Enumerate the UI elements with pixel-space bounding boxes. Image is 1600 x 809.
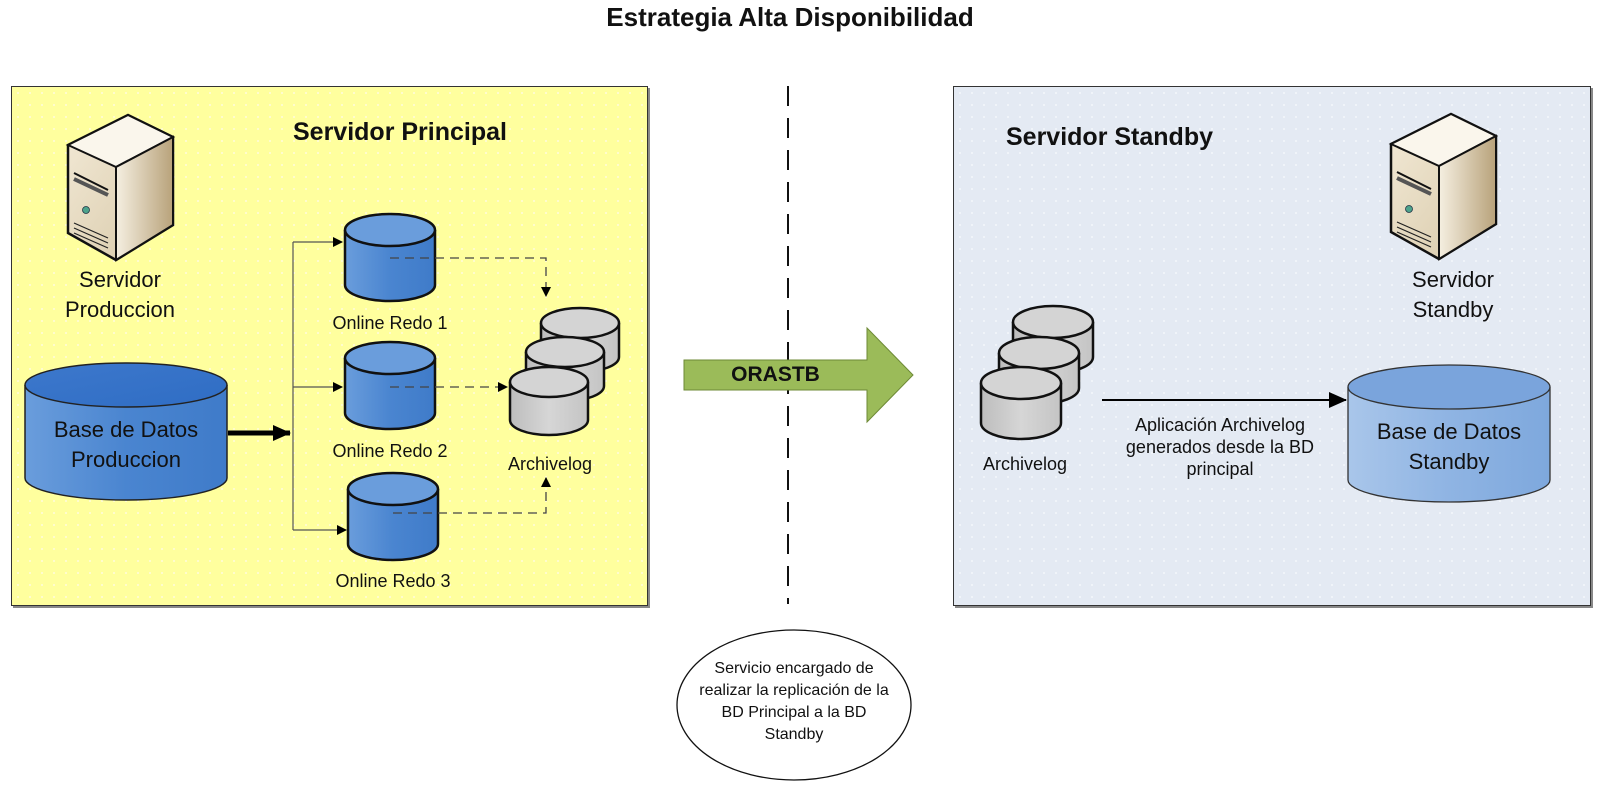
standby-archivelog-label: Archivelog — [982, 454, 1068, 474]
replication-service-label: ORASTB — [731, 363, 820, 386]
apply-archivelog-line2: generados desde la BD — [1125, 437, 1315, 457]
production-database-label-line1: Base de Datos — [53, 417, 199, 442]
production-server-label: Servidor Produccion — [40, 265, 200, 325]
apply-archivelog-label: Aplicación Archivelog generados desde la… — [1100, 414, 1340, 480]
online-redo-2-icon — [343, 340, 437, 431]
archivelog-stack-icon — [508, 306, 621, 437]
online-redo-label: Online Redo 2 — [332, 441, 448, 461]
archivelog-label: Archivelog — [507, 454, 593, 474]
standby-database-label-line1: Base de Datos — [1376, 419, 1522, 444]
apply-archivelog-line1: Aplicación Archivelog — [1134, 415, 1306, 435]
service-note-line4: Standby — [764, 726, 824, 743]
server-icon — [65, 113, 176, 262]
primary-server-heading: Servidor Principal — [293, 118, 507, 146]
online-redo-3-icon — [346, 471, 440, 562]
standby-server-heading: Servidor Standby — [1006, 123, 1213, 151]
service-note-text: Servicio encargado de realizar la replic… — [676, 658, 912, 746]
production-database-icon — [24, 362, 228, 501]
online-redo-1-icon — [343, 212, 437, 303]
standby-database-label-line2: Standby — [1408, 449, 1490, 474]
diagram-title: Estrategia Alta Disponibilidad — [606, 2, 974, 32]
standby-server-label-line2: Standby — [1412, 297, 1494, 322]
production-database-label: Base de Datos Produccion — [25, 415, 227, 475]
archive-dashed-lines — [390, 257, 551, 514]
apply-archivelog-line3: principal — [1186, 459, 1254, 479]
production-server-label-line2: Produccion — [64, 297, 176, 322]
standby-server-label-line1: Servidor — [1412, 267, 1494, 292]
server-icon — [1388, 112, 1499, 261]
standby-database-icon — [1347, 364, 1551, 503]
production-database-label-line2: Produccion — [70, 447, 182, 472]
redo-distribution-lines — [292, 237, 347, 535]
replication-arrow — [683, 326, 914, 424]
standby-server-label: Servidor Standby — [1373, 265, 1533, 325]
service-note-line1: Servicio encargado de — [714, 660, 874, 677]
online-redo-label: Online Redo 3 — [335, 571, 451, 591]
standby-database-label: Base de Datos Standby — [1348, 417, 1550, 477]
service-note-line2: realizar la replicación de la — [699, 682, 889, 699]
archivelog-stack-icon — [979, 304, 1095, 441]
service-note-ellipse — [676, 629, 912, 781]
production-server-label-line1: Servidor — [79, 267, 161, 292]
service-note-line3: BD Principal a la BD — [721, 704, 867, 721]
online-redo-label: Online Redo 1 — [332, 313, 448, 333]
